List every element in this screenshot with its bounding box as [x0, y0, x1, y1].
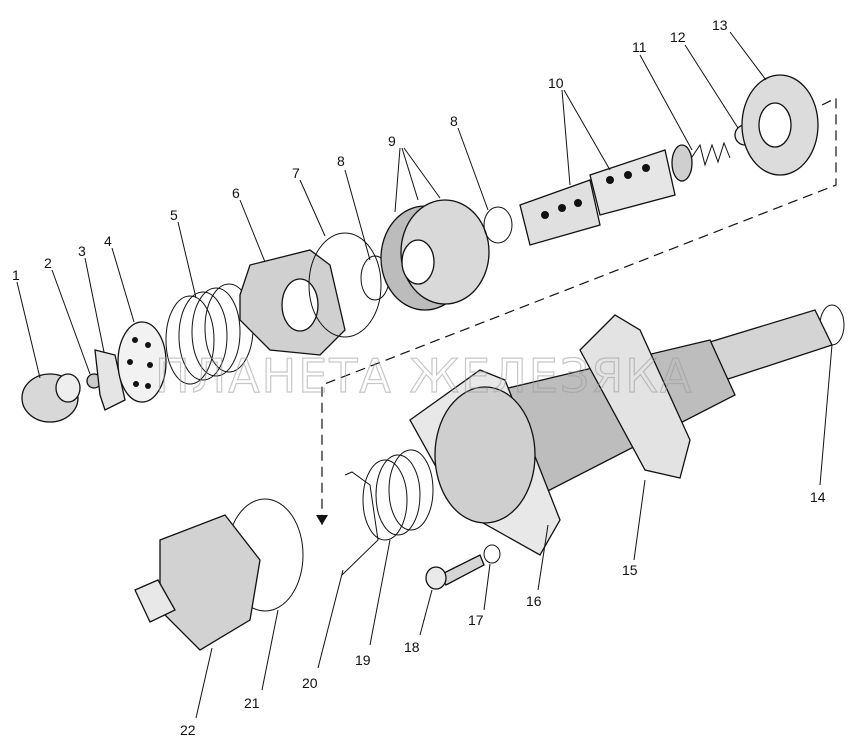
callout-1: 1 [12, 267, 20, 283]
callout-2: 2 [44, 255, 52, 271]
part-8-small-ring-b [483, 206, 513, 244]
callout-20: 20 [302, 675, 318, 691]
part-22-end-cap [134, 514, 261, 651]
part-20-wire [341, 471, 379, 576]
part-1-cap [21, 373, 81, 423]
callout-12: 12 [670, 29, 686, 45]
callout-3: 3 [78, 243, 86, 259]
part-19-spring [362, 449, 434, 541]
part-5-spring [165, 283, 254, 385]
part-10-perforated-tubes [519, 149, 676, 246]
callout-11: 11 [632, 39, 647, 55]
part-7-ring [308, 232, 382, 338]
callout-22: 22 [180, 722, 196, 738]
callout-15: 15 [622, 562, 638, 578]
callout-7: 7 [292, 165, 300, 181]
assembly-dash-line [321, 97, 837, 525]
callout-17: 17 [468, 612, 484, 628]
part-4-perforated-plate [117, 321, 167, 403]
part-6-housing [239, 249, 346, 356]
part-18-bolt [425, 554, 485, 590]
watermark-text: ПЛАНЕТА ЖЕЛЕЗЯКА [155, 349, 693, 403]
callout-18: 18 [404, 639, 420, 655]
callout-10: 10 [548, 75, 564, 91]
callout-5: 5 [170, 207, 178, 223]
part-9-discs [380, 199, 490, 311]
callout-4: 4 [104, 233, 112, 249]
part-17-washer [483, 544, 501, 564]
callout-21: 21 [244, 695, 260, 711]
callout-labels: 1 2 3 4 5 6 7 8 8 9 10 11 12 13 14 15 16… [12, 17, 826, 738]
callout-6: 6 [232, 185, 240, 201]
callout-9: 9 [388, 133, 396, 149]
callout-14: 14 [810, 489, 826, 505]
assembly-arrowhead [316, 515, 328, 525]
callout-8a: 8 [337, 153, 345, 169]
callout-19: 19 [355, 652, 371, 668]
part-15-gasket [579, 314, 691, 479]
part-13-flange-nut [741, 74, 819, 176]
part-16-flange [409, 369, 561, 556]
callout-16: 16 [526, 593, 542, 609]
leader-lines [16, 31, 833, 719]
callout-13: 13 [712, 17, 728, 33]
callout-8b: 8 [450, 113, 458, 129]
part-3-tab-washer [94, 349, 126, 411]
part-11-spring [671, 141, 731, 182]
